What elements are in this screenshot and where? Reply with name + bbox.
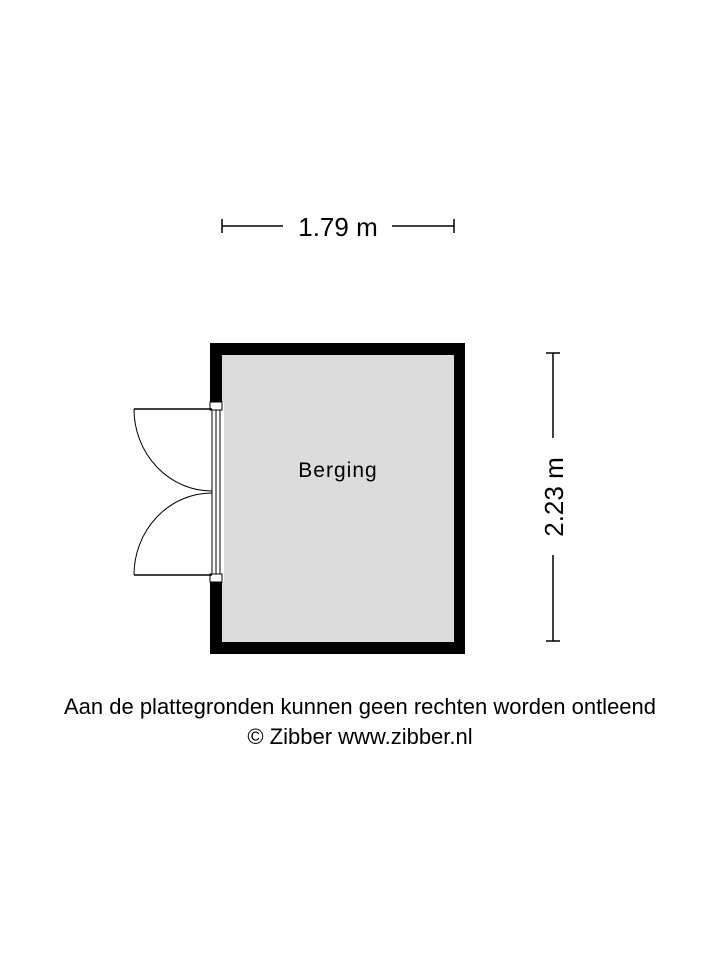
- disclaimer-text: Aan de plattegronden kunnen geen rechten…: [63, 694, 657, 719]
- room-berging: Berging: [208, 343, 465, 654]
- width-label: 1.79 m: [298, 212, 378, 242]
- room-floor: [222, 355, 454, 642]
- double-door: [133, 408, 213, 576]
- width-dimension: 1.79 m: [221, 212, 455, 242]
- height-dimension: 2.23 m: [539, 352, 569, 642]
- copyright-text: © Zibber www.zibber.nl: [247, 724, 473, 749]
- room-label: Berging: [298, 459, 377, 482]
- door-swing-bottom: [133, 492, 213, 576]
- height-label: 2.23 m: [539, 457, 569, 537]
- door-swing-top: [133, 408, 213, 492]
